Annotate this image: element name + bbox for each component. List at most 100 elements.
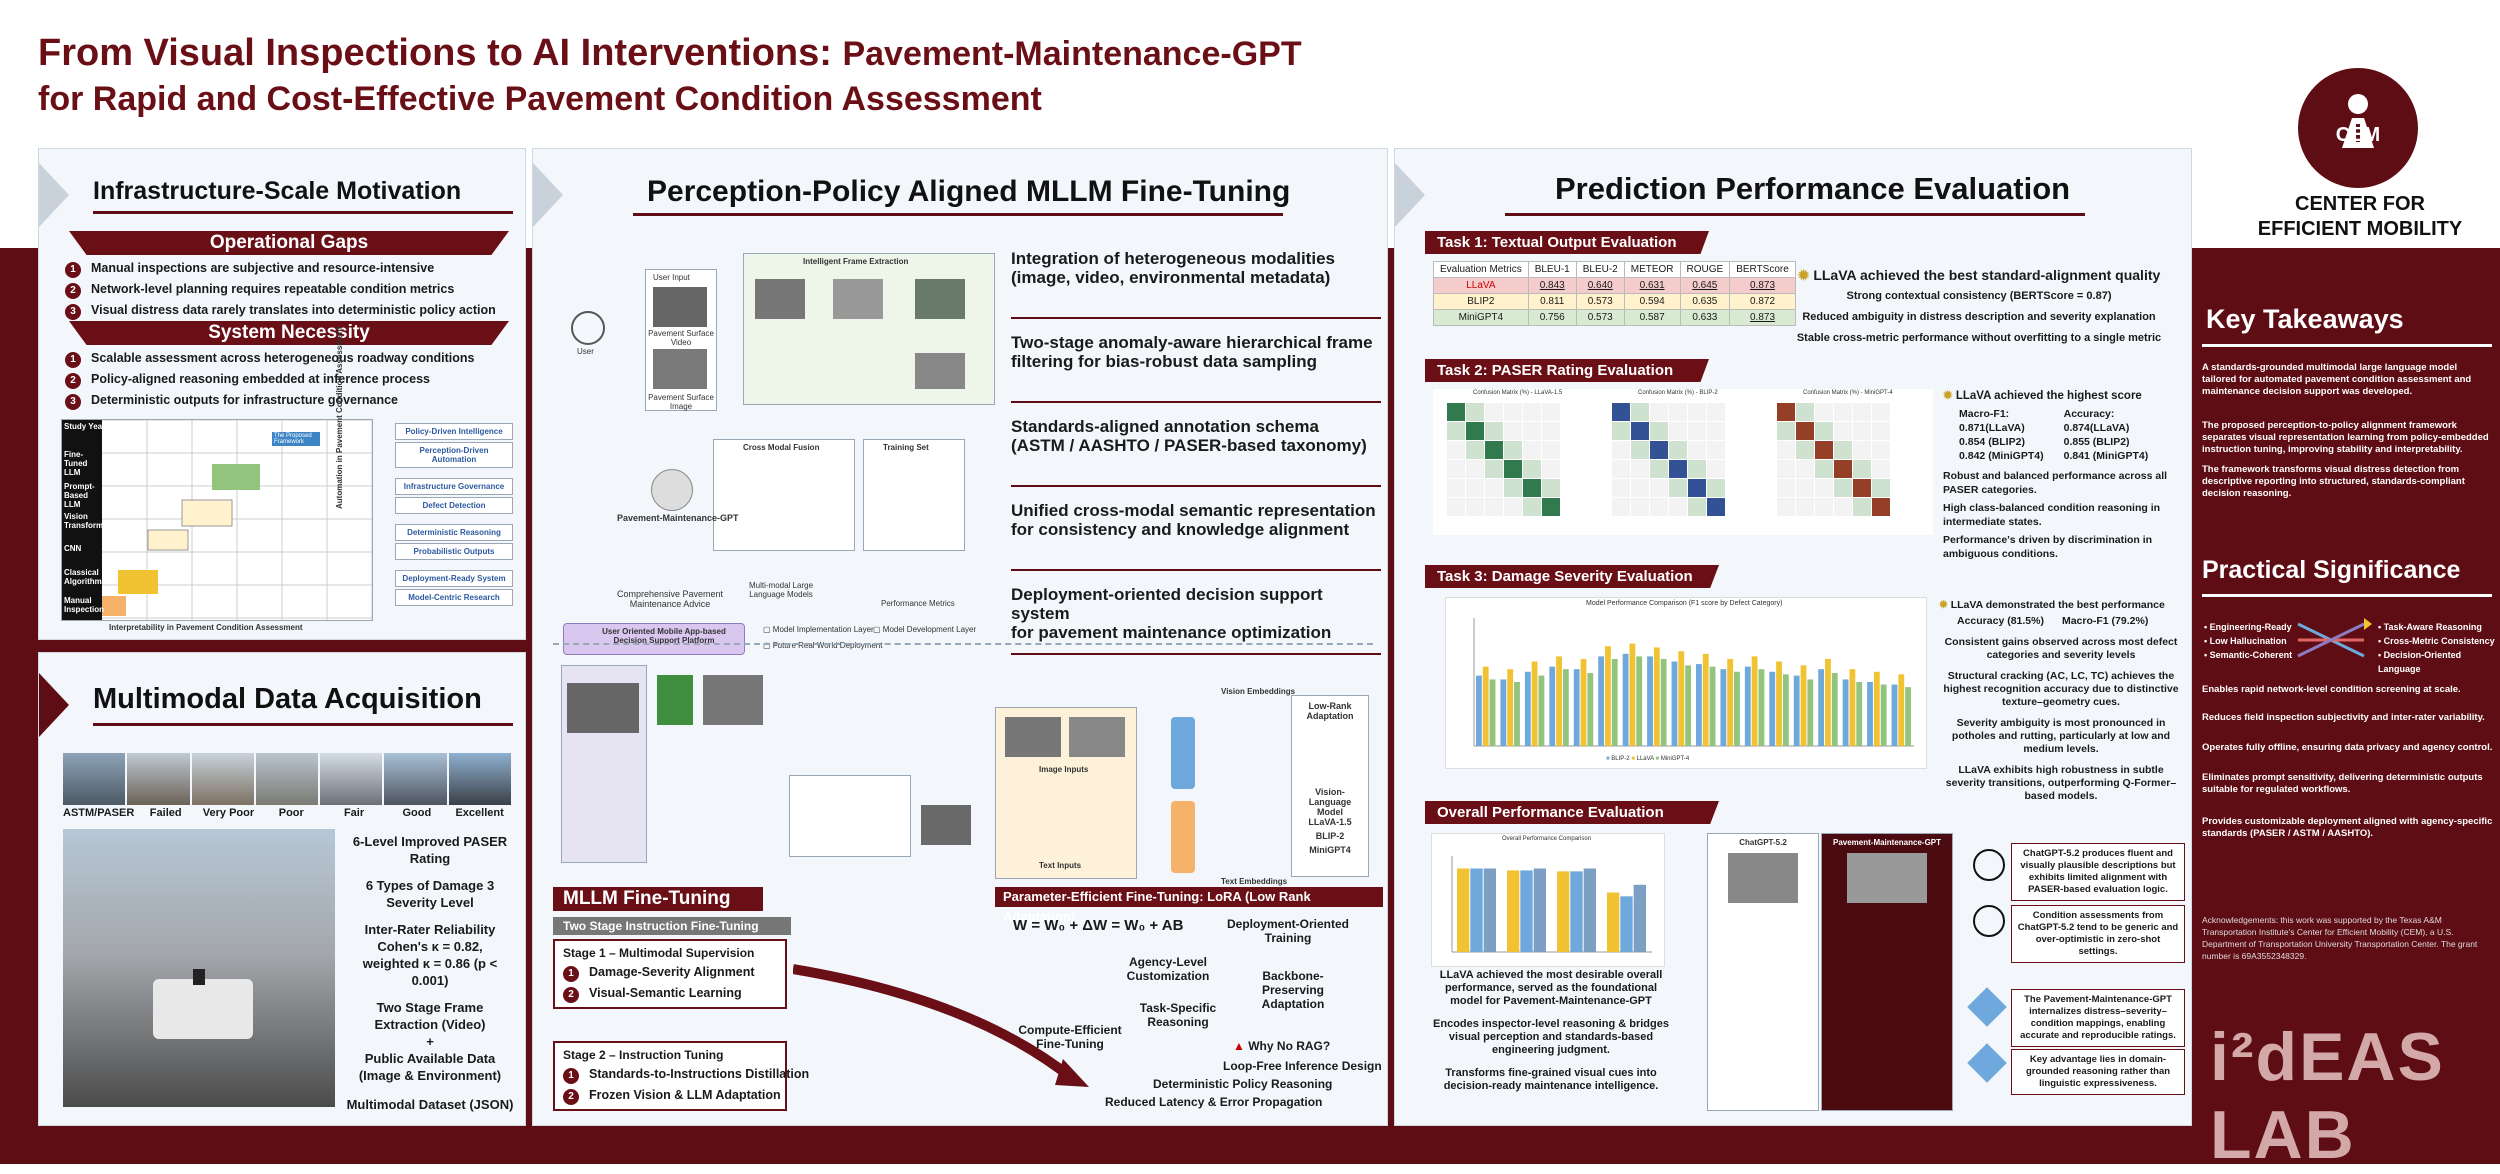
severity-bar [1685,665,1691,746]
truck-body [153,979,253,1039]
detected-image [703,675,763,725]
acknowledgement: Acknowledgements: this work was supporte… [2202,915,2478,961]
overall-bar [1507,870,1520,952]
table-cell: 0.587 [1623,309,1681,326]
confusion-cell [1815,498,1833,516]
severity-bar [1538,675,1545,746]
severity-chart: Model Performance Comparison (F1 score b… [1445,597,1927,769]
confusion-cell [1815,422,1833,440]
severity-bar [1671,661,1678,746]
confusion-cell [1853,441,1871,459]
overall-bar [1570,871,1583,952]
takeaway-1: A standards-grounded multimodal large la… [2202,362,2472,397]
heading-underline [633,213,1283,216]
confusion-cell [1631,460,1649,478]
acquisition-facts: 6-Level Improved PASER Rating 6 Types of… [345,833,515,1113]
table-cell: BLIP2 [1433,293,1529,310]
confusion-cell [1815,403,1833,421]
task2-acc-col: Accuracy:0.874(LLaVA)0.855 (BLIP2)0.841 … [2063,408,2149,462]
mllm-title: MLLM Fine-Tuning [553,887,763,911]
feature-item-1: Integration of heterogeneous modalities(… [1011,241,1381,319]
confusion-cell [1631,441,1649,459]
severity-bar [1622,653,1629,746]
task4-note: Transforms fine-grained visual cues into… [1443,1067,1659,1092]
severity-bar [1514,682,1520,746]
feature-item-5: Deployment-oriented decision support sys… [1011,577,1381,655]
star-icon: ✹ [1797,267,1810,283]
confusion-cell [1777,441,1795,459]
table-cell: LLaVA [1433,277,1529,294]
practical-heading: Practical Significance [2202,556,2461,584]
confusion-cell [1796,460,1814,478]
step-backbone: Backbone-Preserving Adaptation [1261,969,1325,1011]
lab-logo: i²dEAS LAB [2210,1019,2445,1173]
stack-item-6: Probabilistic Outputs [395,543,513,560]
openai-icon [1973,849,2005,881]
severity-bar [1831,673,1838,746]
confusion-cell [1777,479,1795,497]
table-cell: 0.631 [1623,277,1681,294]
fact-reliability: Inter-Rater Reliability [364,922,496,937]
diagram-label: Pavement Surface Video [648,329,714,347]
title-main: From Visual Inspections to AI Interventi… [38,32,832,74]
confusion-cell [1650,498,1668,516]
table-cell: 0.873 [1729,309,1796,326]
frame-thumb [755,279,805,319]
chatgpt-card: ChatGPT-5.2 [1707,833,1819,1111]
diagram-label: Cross Modal Fusion [743,443,820,452]
overall-bar [1533,868,1546,952]
severity-bar [1709,666,1716,746]
confusion-cell [1650,479,1668,497]
fact-frame-extraction: Two Stage Frame Extraction (Video) [374,1000,486,1032]
training-set-box [863,439,965,551]
confusion-cell [1631,498,1649,516]
confusion-cell [1485,460,1503,478]
chevron-icon [1395,163,1425,227]
legend-implementation: ▢ Model Implementation Layer [763,625,874,634]
confusion-cell [1834,479,1852,497]
task2-note: Robust and balanced performance across a… [1943,470,2168,496]
confusion-cell [1688,441,1706,459]
confusion-cell [1853,498,1871,516]
input-img [1069,717,1125,757]
motivation-panel: Infrastructure-Scale Motivation Operatio… [38,148,526,640]
confusion-cell [1688,422,1706,440]
confusion-cell [1650,441,1668,459]
confusion-cell [1447,479,1465,497]
severity-bar [1531,661,1538,746]
severity-bar [1562,669,1569,746]
confusion-cell [1707,498,1725,516]
person-road-icon [2342,94,2374,148]
road-thumb-astm [63,753,126,805]
task1-note: Reduced ambiguity in distress descriptio… [1802,311,2156,323]
practical-3: Operates fully offline, ensuring data pr… [2202,742,2493,753]
cem-name: CENTER FOR EFFICIENT MOBILITY [2230,192,2490,242]
confusion-cell [1447,441,1465,459]
right-stack: Policy-Driven Intelligence Perception-Dr… [395,421,513,608]
severity-chart-svg [1473,618,1914,747]
practical-1: Enables rapid network-level condition sc… [2202,684,2461,695]
severity-bar [1769,671,1776,746]
road-thumb-excellent [448,753,511,805]
road-thumb-poor [255,753,319,805]
table-header: BLEU-2 [1575,261,1625,278]
severity-bar [1800,665,1807,746]
openai-icon [1973,905,2005,937]
severity-bar [1636,656,1643,746]
heading-underline [1505,213,2085,216]
truck-photo [63,829,335,1107]
confusion-cell [1542,403,1560,421]
timeline-row-manual: Manual Inspection [64,596,105,614]
cross-modal-box [713,439,855,551]
severity-bar [1818,669,1825,746]
severity-bar [1734,671,1740,746]
confusion-cell [1834,498,1852,516]
confusion-cell [1669,422,1687,440]
confusion-cell [1796,403,1814,421]
task1-notes: ✹ LLaVA achieved the best standard-align… [1779,265,2179,349]
confusion-cell [1872,479,1890,497]
confusion-cell [1872,403,1890,421]
